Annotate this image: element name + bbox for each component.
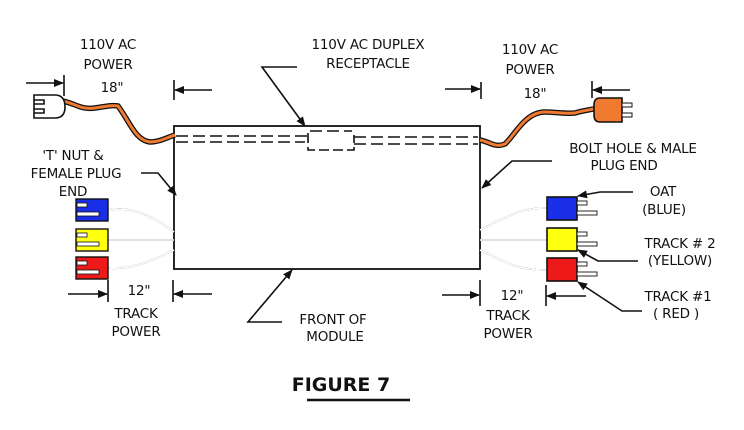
- left-end-leader: [141, 172, 177, 196]
- track2-leader: [577, 249, 638, 262]
- module-box: [173, 125, 481, 270]
- left-length-label: 18": [101, 80, 124, 96]
- blue-female-plug: [75, 198, 109, 222]
- front-leader: [246, 269, 293, 323]
- female-ac-plug: [33, 94, 66, 119]
- right-12in-dimension: [442, 280, 586, 306]
- male-ac-plug: [593, 97, 633, 123]
- red-male-plug-track-1: [546, 257, 598, 282]
- figure-title: FIGURE 7: [292, 374, 391, 396]
- red-female-plug: [75, 256, 109, 280]
- oat-leader: [577, 190, 633, 199]
- right-length-label: 18": [524, 86, 547, 102]
- duplex-receptacle: [307, 130, 355, 151]
- right-18in-dimension: [445, 81, 630, 99]
- left-12in-dimension: [68, 280, 212, 302]
- right-end-leader: [481, 160, 552, 189]
- right-track-wires: [479, 207, 547, 271]
- left-track-length-label: 12": [128, 283, 151, 299]
- receptacle-leader: [260, 66, 306, 127]
- track1-leader: [577, 281, 642, 312]
- yellow-male-plug-track-2: [546, 227, 598, 252]
- yellow-female-plug: [75, 228, 109, 252]
- left-track-wires: [107, 208, 175, 270]
- oat-label: OAT(BLUE): [642, 184, 686, 218]
- blue-male-plug-oat: [546, 196, 598, 221]
- track2-label: TRACK # 2(YELLOW): [643, 236, 715, 269]
- right-track-length-label: 12": [501, 288, 524, 304]
- internal-cord: [176, 135, 478, 145]
- left-18in-dimension: [26, 75, 212, 100]
- track1-label: TRACK #1( RED ): [644, 289, 712, 322]
